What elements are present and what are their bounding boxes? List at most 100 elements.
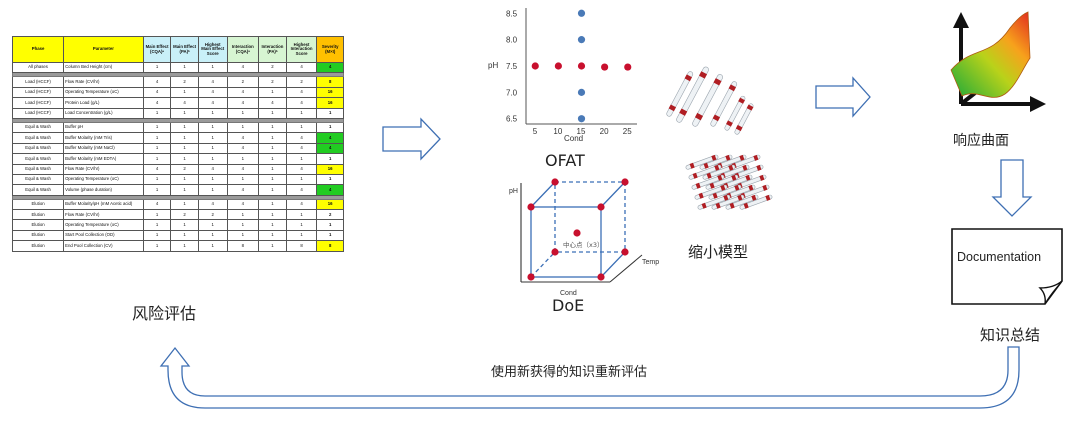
risk-header-cell: Phase [11,36,65,63]
risk-header-cell: Highest Interaction Score [285,36,318,63]
feedback-loop-label: 使用新获得的知识重新评估 [491,365,648,380]
ofat-x-tick: 25 [623,127,632,136]
doe-cube-edges [530,181,626,278]
risk-header-cell: Severity (M×I) [316,36,344,63]
ofat-label: OFAT [545,151,585,170]
documentation-text: Documentation [957,250,1042,264]
column-tube-icon [739,194,773,210]
parameter-cell: Column Bed Height (cm) [63,61,144,74]
doe-label: DoE [552,296,585,315]
doe-cube: pH Cond Temp 中心点（x3） [509,178,659,297]
ofat-y-tick: 6.5 [506,115,518,124]
risk-header-cell: Interaction (CQA)ᵃ [226,36,260,63]
column-tube-icon [702,164,736,180]
ofat-y-tick: 7.0 [506,88,518,97]
score-cell: 4 [285,184,318,196]
column-tube-icon [734,103,754,135]
ofat-x-tick: 15 [577,127,586,136]
risk-header-cell: Main Effect (PA)ᵇ [170,36,199,63]
score-cell: 4 [226,61,260,74]
risk-header-cell: Parameter [63,36,144,63]
severity-cell: 4 [316,61,344,74]
column-tube-icon [699,154,733,170]
knowledge-summary-label: 知识总结 [980,326,1041,344]
column-tube-icon [725,194,759,210]
ofat-y-label: pH [488,61,498,70]
doe-y-axis-label: pH [509,188,518,195]
ofat-point [577,115,586,123]
risk-header-cell: Main Effect (CQA)ᵃ [142,36,172,63]
ofat-point [577,9,586,17]
column-tube-icon [708,184,742,200]
documentation-icon [951,228,1063,305]
ofat-point [531,62,539,70]
risk-header-cell: Interaction (PA)ᵇ [258,36,287,63]
score-cell: 8 [285,240,318,252]
ofat-y-tick: 8.0 [506,36,518,45]
phase-cell: Elution [11,240,65,252]
column-tube-icon [705,174,739,190]
ofat-point [577,62,586,70]
ofat-y-tick: 7.5 [506,62,518,71]
ofat-point [554,62,562,70]
column-tube-icon [688,164,722,180]
doe-center-point-label: 中心点（x3） [563,240,603,249]
response-surface-icon [950,11,1046,112]
arrow-down [991,159,1033,217]
column-tube-icon [691,174,725,190]
column-tube-icon [711,194,745,210]
column-tube-icon [710,81,738,127]
score-cell: 4 [285,61,318,74]
ofat-point [601,63,609,71]
scale-down-model-label: 缩小模型 [688,243,749,261]
score-cell: 4 [226,184,260,196]
risk-assessment-label: 风险评估 [132,304,197,323]
phase-cell: All phases [11,61,65,74]
doe-corner-points [527,178,629,281]
severity-cell: 1 [316,107,344,119]
arrow-right-1 [382,117,441,161]
ofat-x-label: Cond [564,134,583,143]
column-tube-icon [676,66,709,123]
column-tube-icon [666,71,694,117]
feedback-loop-arrow [159,346,1020,409]
risk-header-cell: Highest Main Effect Score [197,36,228,63]
ofat-scatter-chart: 5 10 15 20 25 6.5 7.0 7.5 8.0 8.5 pH Cond [488,8,637,143]
phase-cell: Load (HCCF) [11,107,65,119]
doe-z-axis-label: Temp [642,259,659,266]
column-tube-icon [694,184,728,200]
severity-cell: 8 [316,240,344,252]
ofat-point [577,36,586,44]
doe-x-axis-label: Cond [560,290,577,297]
score-cell: 8 [226,240,260,252]
ofat-point [624,63,632,71]
parameter-cell: End Pool Collection (CV) [63,240,144,252]
parameter-cell: Volume (phase duration) [63,184,144,196]
parameter-cell: Load Concentration (g/L) [63,107,144,119]
column-tube-icon [685,154,719,170]
scale-down-columns-icon [666,66,773,210]
score-cell: 1 [226,107,260,119]
ofat-x-tick: 20 [600,127,609,136]
ofat-x-tick: 5 [533,127,538,136]
score-cell: 1 [285,107,318,119]
column-tube-icon [692,74,723,127]
ofat-x-tick: 10 [553,127,562,136]
severity-cell: 4 [316,184,344,196]
ofat-y-tick: 8.5 [506,9,518,18]
doe-z-axis [609,254,643,283]
response-surface-label: 响应曲面 [953,133,1009,149]
arrow-right-2 [815,76,871,118]
